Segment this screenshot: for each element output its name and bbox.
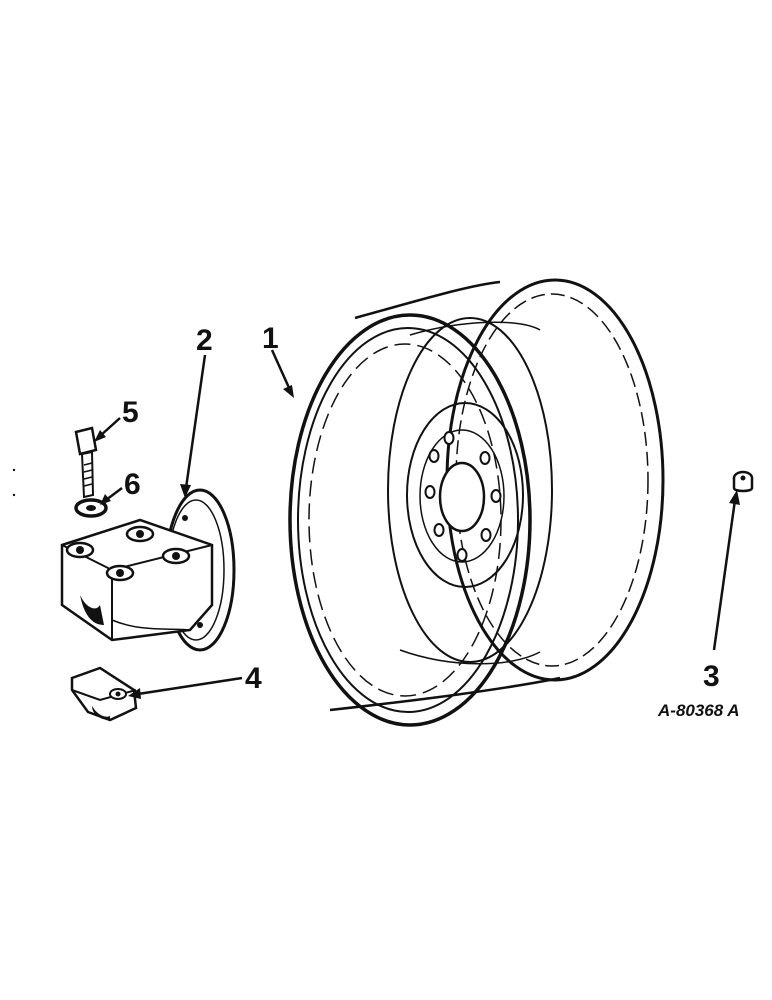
callout-6: 6 — [124, 468, 141, 501]
callout-2: 2 — [196, 324, 213, 357]
callout-1: 1 — [262, 322, 279, 355]
callout-3: 3 — [703, 660, 720, 693]
plate-bolt-bosses — [65, 525, 191, 582]
valve-stem — [732, 470, 754, 493]
hub-plate — [60, 488, 236, 652]
clamp — [70, 666, 138, 722]
callout-5: 5 — [122, 396, 139, 429]
reference-code: A-80368 A — [657, 701, 740, 720]
wheel-rim — [288, 278, 665, 727]
washer — [74, 498, 108, 518]
leader-lines — [94, 349, 740, 699]
lug-holes — [424, 431, 502, 562]
callout-4: 4 — [245, 662, 262, 695]
bolt — [74, 426, 98, 499]
